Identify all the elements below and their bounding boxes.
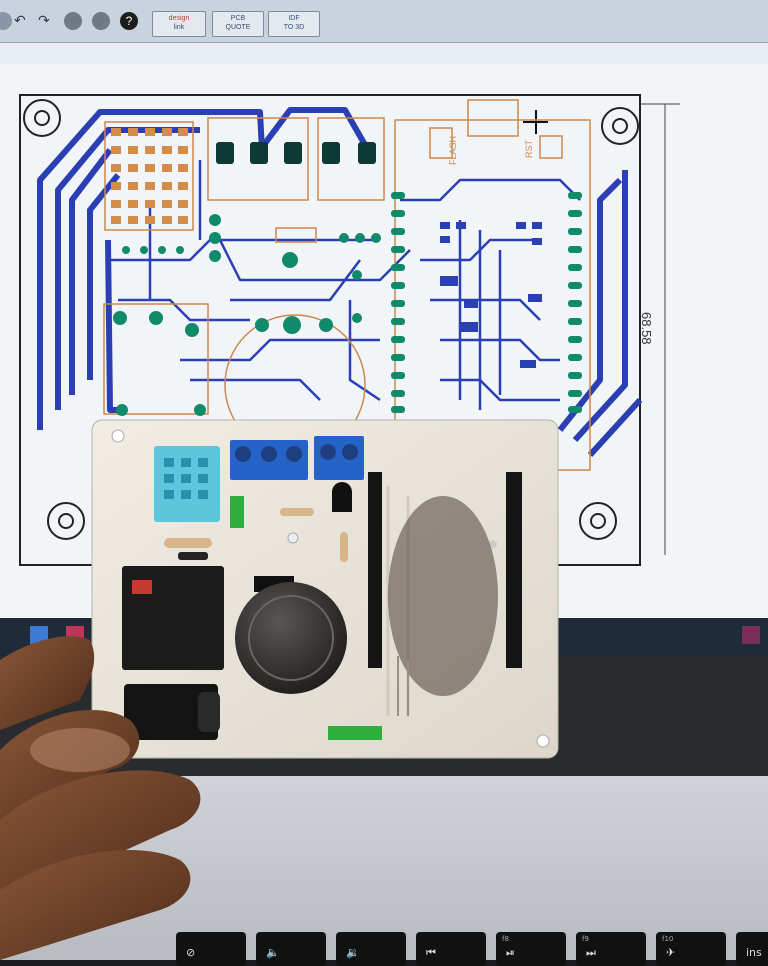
holding-hand: [0, 636, 201, 960]
play-pause-icon: ⏯: [506, 946, 515, 959]
dht11-sensor: [154, 446, 220, 522]
diode: [178, 552, 208, 560]
key-airplane[interactable]: f10 ✈: [656, 932, 726, 966]
arrow-icon[interactable]: [0, 12, 12, 30]
pin-header-left: [368, 472, 382, 668]
windows-start-icon[interactable]: [30, 626, 48, 644]
key-insert[interactable]: ins: [736, 932, 768, 966]
sensor-pads: [111, 128, 188, 224]
idf-line1: IDF: [288, 15, 300, 22]
smd-pads: [440, 222, 542, 368]
redo-icon[interactable]: ↷: [38, 12, 50, 28]
key-volume-down[interactable]: 🔈: [256, 932, 326, 966]
silkscreen: [103, 99, 591, 471]
zoom-icon[interactable]: [92, 12, 110, 30]
pcb-board-photo: [91, 419, 559, 759]
resistor: [340, 532, 348, 562]
toolbar: ↶ ↷ ? design link PCB QUOTE IDF TO 3D: [0, 0, 768, 43]
pcb-quote-button[interactable]: PCB QUOTE: [212, 11, 264, 37]
tray-icon[interactable]: [742, 626, 760, 644]
previous-track-icon: ⏮: [426, 946, 436, 959]
insert-label: ins: [746, 946, 762, 959]
stop-icon[interactable]: [64, 12, 82, 30]
thumb-nail: [30, 728, 130, 772]
resistor: [280, 508, 314, 516]
pcb-quote-line1: PCB: [230, 15, 246, 22]
signal-traces: [110, 160, 581, 410]
volume-up-icon: 🔉: [346, 946, 360, 959]
green-pads: [113, 192, 582, 416]
key-label: f9: [582, 935, 589, 943]
jumper-header: [230, 496, 244, 528]
mounting-holes: [23, 99, 639, 540]
resistor: [164, 538, 212, 548]
dimension-label: 68.58: [639, 312, 654, 345]
next-track-icon: ⏭: [586, 946, 596, 959]
design-link-line2: link: [173, 24, 185, 31]
pin-header-right: [506, 472, 522, 668]
rst-label: RST: [524, 139, 534, 158]
copper-traces: [37, 107, 643, 458]
transistor: [332, 482, 352, 512]
idf-to-3d-button[interactable]: IDF TO 3D: [268, 11, 320, 37]
key-next[interactable]: f9 ⏭: [576, 932, 646, 966]
idf-line2: TO 3D: [283, 24, 305, 31]
coin-cell-battery: [235, 582, 347, 694]
help-icon[interactable]: ?: [120, 12, 138, 30]
terminal-pads: [216, 142, 376, 164]
design-link-line1: design: [168, 15, 190, 22]
key-volume-up[interactable]: 🔉: [336, 932, 406, 966]
key-play-pause[interactable]: f8 ⏯: [496, 932, 566, 966]
airplane-icon: ✈: [666, 946, 676, 959]
dc-power-jack: [124, 684, 218, 740]
undo-icon[interactable]: ↶: [14, 12, 26, 28]
key-previous[interactable]: ⏮: [416, 932, 486, 966]
design-link-button[interactable]: design link: [152, 11, 206, 37]
flash-label: FLASH: [448, 136, 458, 165]
key-label: f10: [662, 935, 674, 943]
terminal-block-2pin: [314, 436, 364, 480]
pcb-quote-line2: QUOTE: [225, 24, 251, 31]
led: [287, 532, 299, 544]
module-shadow: [388, 496, 498, 696]
volume-down-icon: 🔈: [266, 946, 280, 959]
jumper-header: [328, 726, 382, 740]
key-label: f8: [502, 935, 509, 943]
mute-icon: ⊘: [186, 946, 196, 959]
